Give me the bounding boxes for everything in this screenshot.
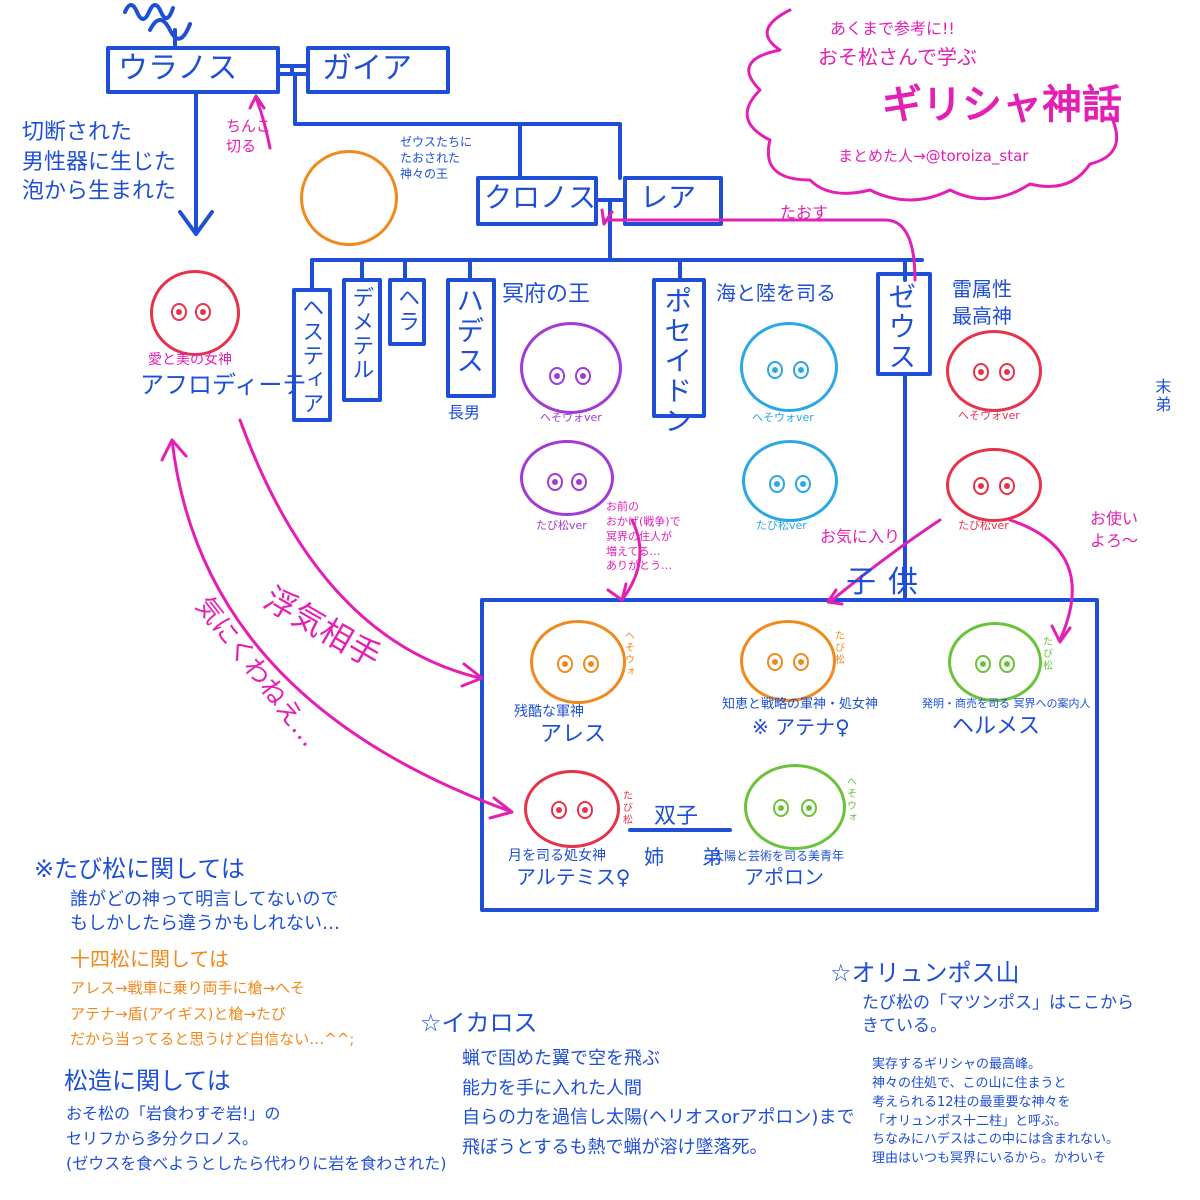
poseidon-hesowo-label: へそウォver xyxy=(752,412,814,425)
artemis-name: アルテミス♀ xyxy=(516,866,630,889)
twins-younger-label: 弟 xyxy=(702,846,722,869)
tabi-note-heading: ※たび松に関しては xyxy=(34,856,245,884)
olympus-body: たび松の「マツンポス」はここから きている。 xyxy=(862,992,1134,1038)
hermes-face-icon xyxy=(948,622,1042,702)
icarus-heading: ☆イカロス xyxy=(420,1010,538,1038)
poseidon-face-icon xyxy=(740,322,838,412)
eldest-label: 長男 xyxy=(448,404,480,422)
defeated-king-note: ゼウスたちに たおされた 神々の王 xyxy=(400,134,472,183)
ares-name: アレス xyxy=(540,722,606,747)
poseidon-title: 海と陸を司る xyxy=(716,282,836,305)
athena-side-label: たび松 xyxy=(832,630,844,666)
hades-tabi-label: たび松ver xyxy=(536,520,587,533)
children-label: 子供 xyxy=(846,566,930,601)
hades-face-icon xyxy=(520,322,622,414)
kronos-face-icon xyxy=(300,150,398,246)
kronos-label: クロノス xyxy=(484,182,596,214)
twins-label: 双子 xyxy=(654,804,698,829)
hermes-name: ヘルメス xyxy=(952,714,1040,739)
zeus-face-icon xyxy=(946,330,1042,412)
zeus-tabi-face-icon xyxy=(946,448,1042,522)
aphrodite-title: 愛と美の女神 xyxy=(148,352,232,368)
athena-name: ※ アテナ♀ xyxy=(752,716,850,739)
matsuzo-note-body: おそ松の「岩食わすぞ岩!」の セリフから多分クロノス。 (ゼウスを食べようとした… xyxy=(66,1102,447,1176)
hades-label: ハデス xyxy=(452,286,484,376)
tabi-note-body: 誰がどの神って明言してないので もしかしたら違うかもしれない… xyxy=(70,888,340,937)
cut-note: ちんこ 切る xyxy=(226,116,271,157)
gaia-label: ガイア xyxy=(322,52,412,87)
taosu-label: たおす xyxy=(780,204,828,222)
olympus-more: 実存するギリシャの最高峰。 神々の住処で、この山に住まうと 考えられる12柱の最… xyxy=(872,1056,1119,1169)
ares-title: 残酷な軍神 xyxy=(514,704,584,720)
apollo-name: アポロン xyxy=(744,866,824,889)
title-credit: まとめた人→@toroiza_star xyxy=(838,148,1028,165)
demeter-label: デメテル xyxy=(348,286,373,382)
artemis-side-label: たび松 xyxy=(620,790,632,826)
rhea-label: レア xyxy=(640,182,696,214)
ares-face-icon xyxy=(530,620,626,704)
hades-thanks-note: お前の おかげ(戦争)で 冥界の住人が 増えてる… ありがとう… xyxy=(606,500,681,574)
zeus-title: 雷属性 最高神 xyxy=(952,276,1012,330)
title-sub: おそ松さんで学ぶ xyxy=(818,46,977,69)
apollo-face-icon xyxy=(744,764,846,850)
aphrodite-birth-note: 切断された 男性器に生じた 泡から生まれた xyxy=(22,118,176,207)
title-main: ギリシャ神話 xyxy=(882,82,1122,128)
apollo-side-label: へそウォ xyxy=(844,776,856,824)
aphrodite-name: アフロディーテ xyxy=(140,372,306,400)
hades-title: 冥府の王 xyxy=(502,282,590,307)
matsuzo-note-heading: 松造に関しては xyxy=(64,1068,231,1096)
jushi-note-heading: 十四松に関しては xyxy=(70,948,229,971)
hermes-side-label: たび松 xyxy=(1040,636,1052,672)
artemis-title: 月を司る処女神 xyxy=(508,848,606,864)
favorite-label: お気に入り xyxy=(820,528,900,546)
hera-label: ヘラ xyxy=(394,286,419,334)
ares-side-label: へそウォ xyxy=(622,630,634,678)
hades-hesowo-label: へそウォver xyxy=(540,412,602,425)
twins-elder-label: 姉 xyxy=(644,846,664,869)
poseidon-label: ポセイドン xyxy=(660,286,692,436)
errand-label: お使い よろ〜 xyxy=(1090,508,1138,551)
uranos-label: ウラノス xyxy=(118,52,237,87)
zeus-hesowo-label: へそウォver xyxy=(958,410,1020,423)
apollo-title: 太陽と芸術を司る美青年 xyxy=(712,850,844,864)
jushi-note-body: アレス→戦車に乗り両手に槍→へそ アテナ→盾(アイギス)と槍→たび だから当って… xyxy=(70,976,354,1053)
zeus-tabi-label: たび松ver xyxy=(958,520,1009,533)
poseidon-tabi-label: たび松ver xyxy=(756,520,807,533)
hermes-title: 発明・商売を司る 冥界への案内人 xyxy=(922,698,1091,711)
hades-tabi-face-icon xyxy=(520,440,614,516)
youngest-label: 末弟 xyxy=(1152,378,1170,414)
title-pre: あくまで参考に!! xyxy=(830,20,955,38)
olympus-heading: ☆オリュンポス山 xyxy=(830,960,1020,988)
athena-face-icon xyxy=(740,620,836,702)
artemis-face-icon xyxy=(524,770,620,848)
poseidon-tabi-face-icon xyxy=(742,440,838,522)
zeus-label: ゼウス xyxy=(884,282,916,372)
uranos-hair-scribble xyxy=(125,5,190,48)
aphrodite-face-icon xyxy=(150,270,240,356)
icarus-body: 蝋で固めた翼で空を飛ぶ 能力を手に入れた人間 自らの力を過信し太陽(ヘリオスor… xyxy=(462,1044,854,1163)
athena-title: 知恵と戦略の軍神・処女神 xyxy=(722,698,878,713)
